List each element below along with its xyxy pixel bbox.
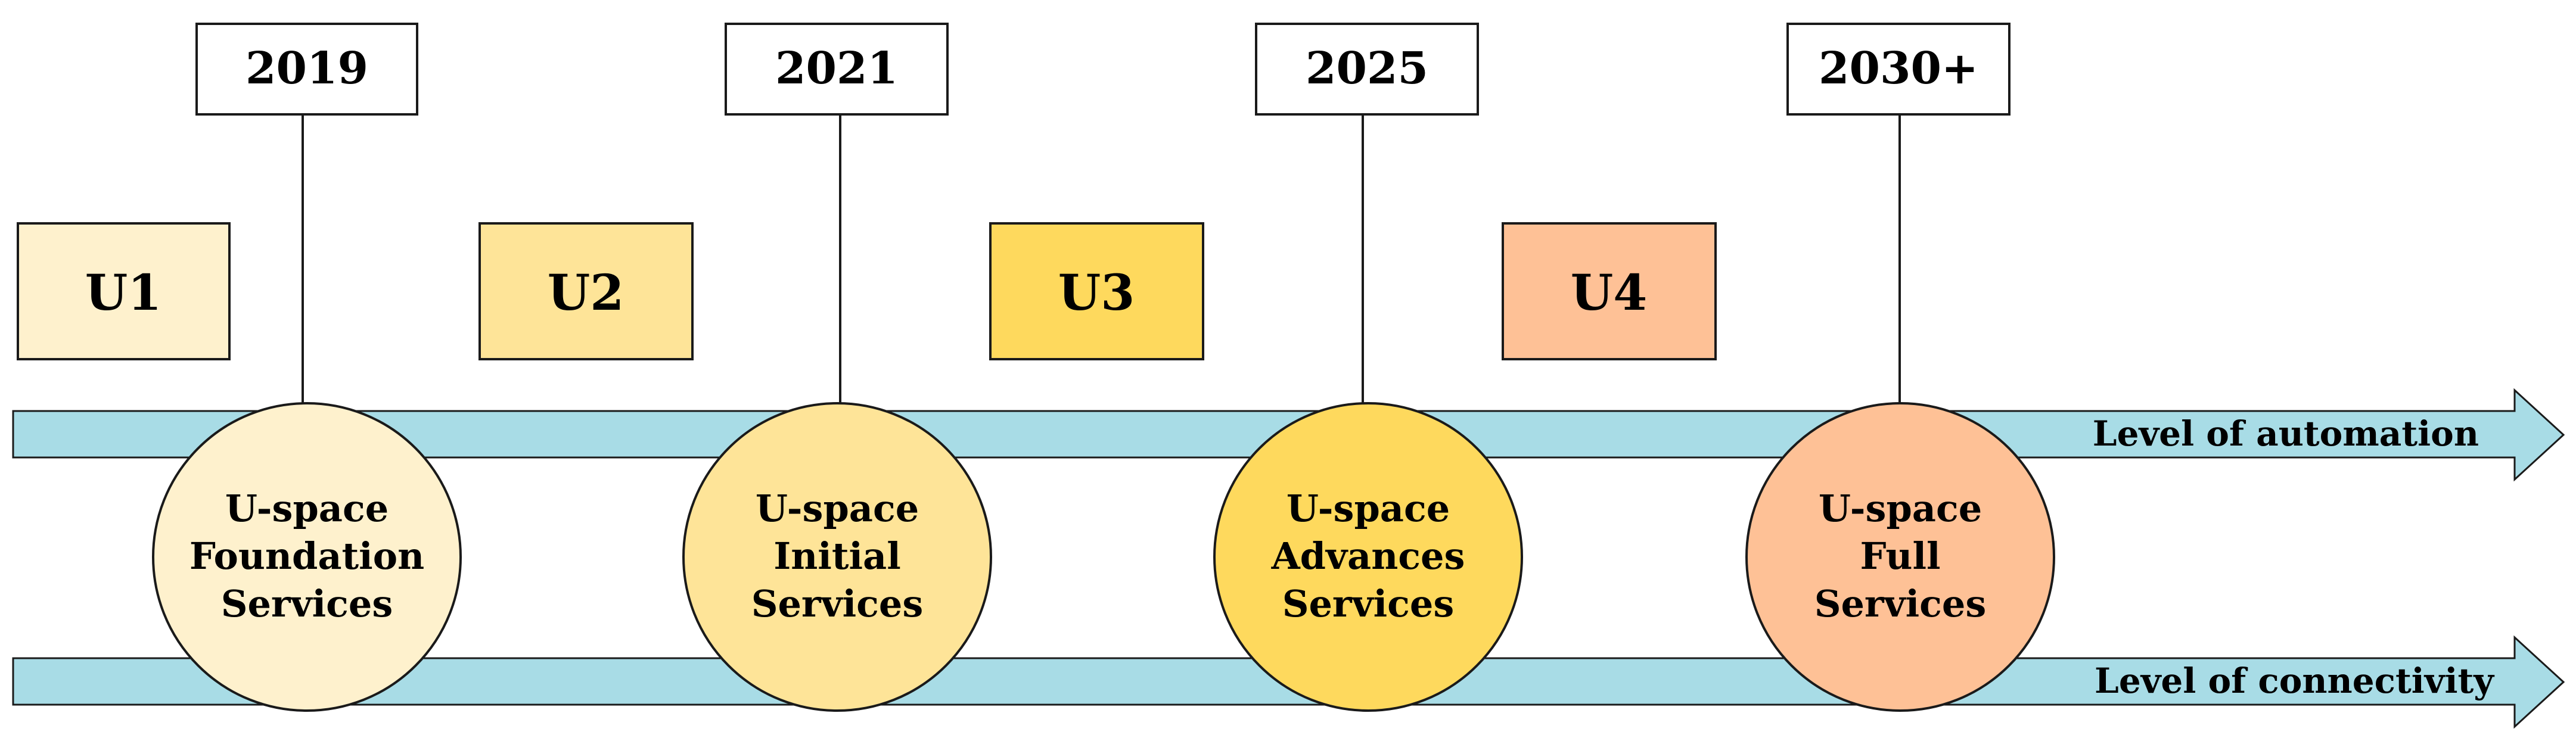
year-box [1255,23,1479,116]
service-circle [1745,402,2055,712]
year-label: 2021 [775,43,898,94]
service-line-3: Services [1282,582,1455,625]
milestone-2021: 2021 U2 U-space Initial Services [478,23,992,712]
year-label: 2030+ [1819,43,1978,94]
level-label: U2 [548,264,624,322]
level-box [989,222,1204,360]
level-label: U4 [1571,264,1648,322]
service-circle [152,402,462,712]
service-line-3: Services [221,582,393,625]
service-line-1: U-space [756,487,919,530]
year-box [195,23,418,116]
service-circle [682,402,992,712]
service-line-1: U-space [225,487,389,530]
service-line-3: Services [751,582,924,625]
service-line-2: Advances [1271,534,1465,578]
year-label: 2025 [1306,43,1428,94]
level-label: U1 [85,264,162,322]
year-box [1786,23,2011,116]
service-line-3: Services [1814,582,1987,625]
year-label: 2019 [246,43,368,94]
service-line-2: Initial [773,534,901,578]
service-circle [1213,402,1523,712]
service-line-2: Foundation [189,534,424,578]
level-box [17,222,231,360]
milestone-2030-plus: 2030+ U4 U-space Full Services [1502,23,2055,712]
milestone-2019: 2019 U1 U-space Foundation Services [17,23,462,712]
level-label: U3 [1058,264,1135,322]
service-line-1: U-space [1287,487,1450,530]
automation-label: Level of automation [2093,413,2479,454]
year-box [725,23,949,116]
connectivity-label: Level of connectivity [2095,661,2495,701]
milestone-2025: 2025 U3 U-space Advances Services [989,23,1523,712]
service-line-2: Full [1860,534,1940,578]
service-line-1: U-space [1819,487,1982,530]
level-box [478,222,694,360]
level-box [1502,222,1717,360]
